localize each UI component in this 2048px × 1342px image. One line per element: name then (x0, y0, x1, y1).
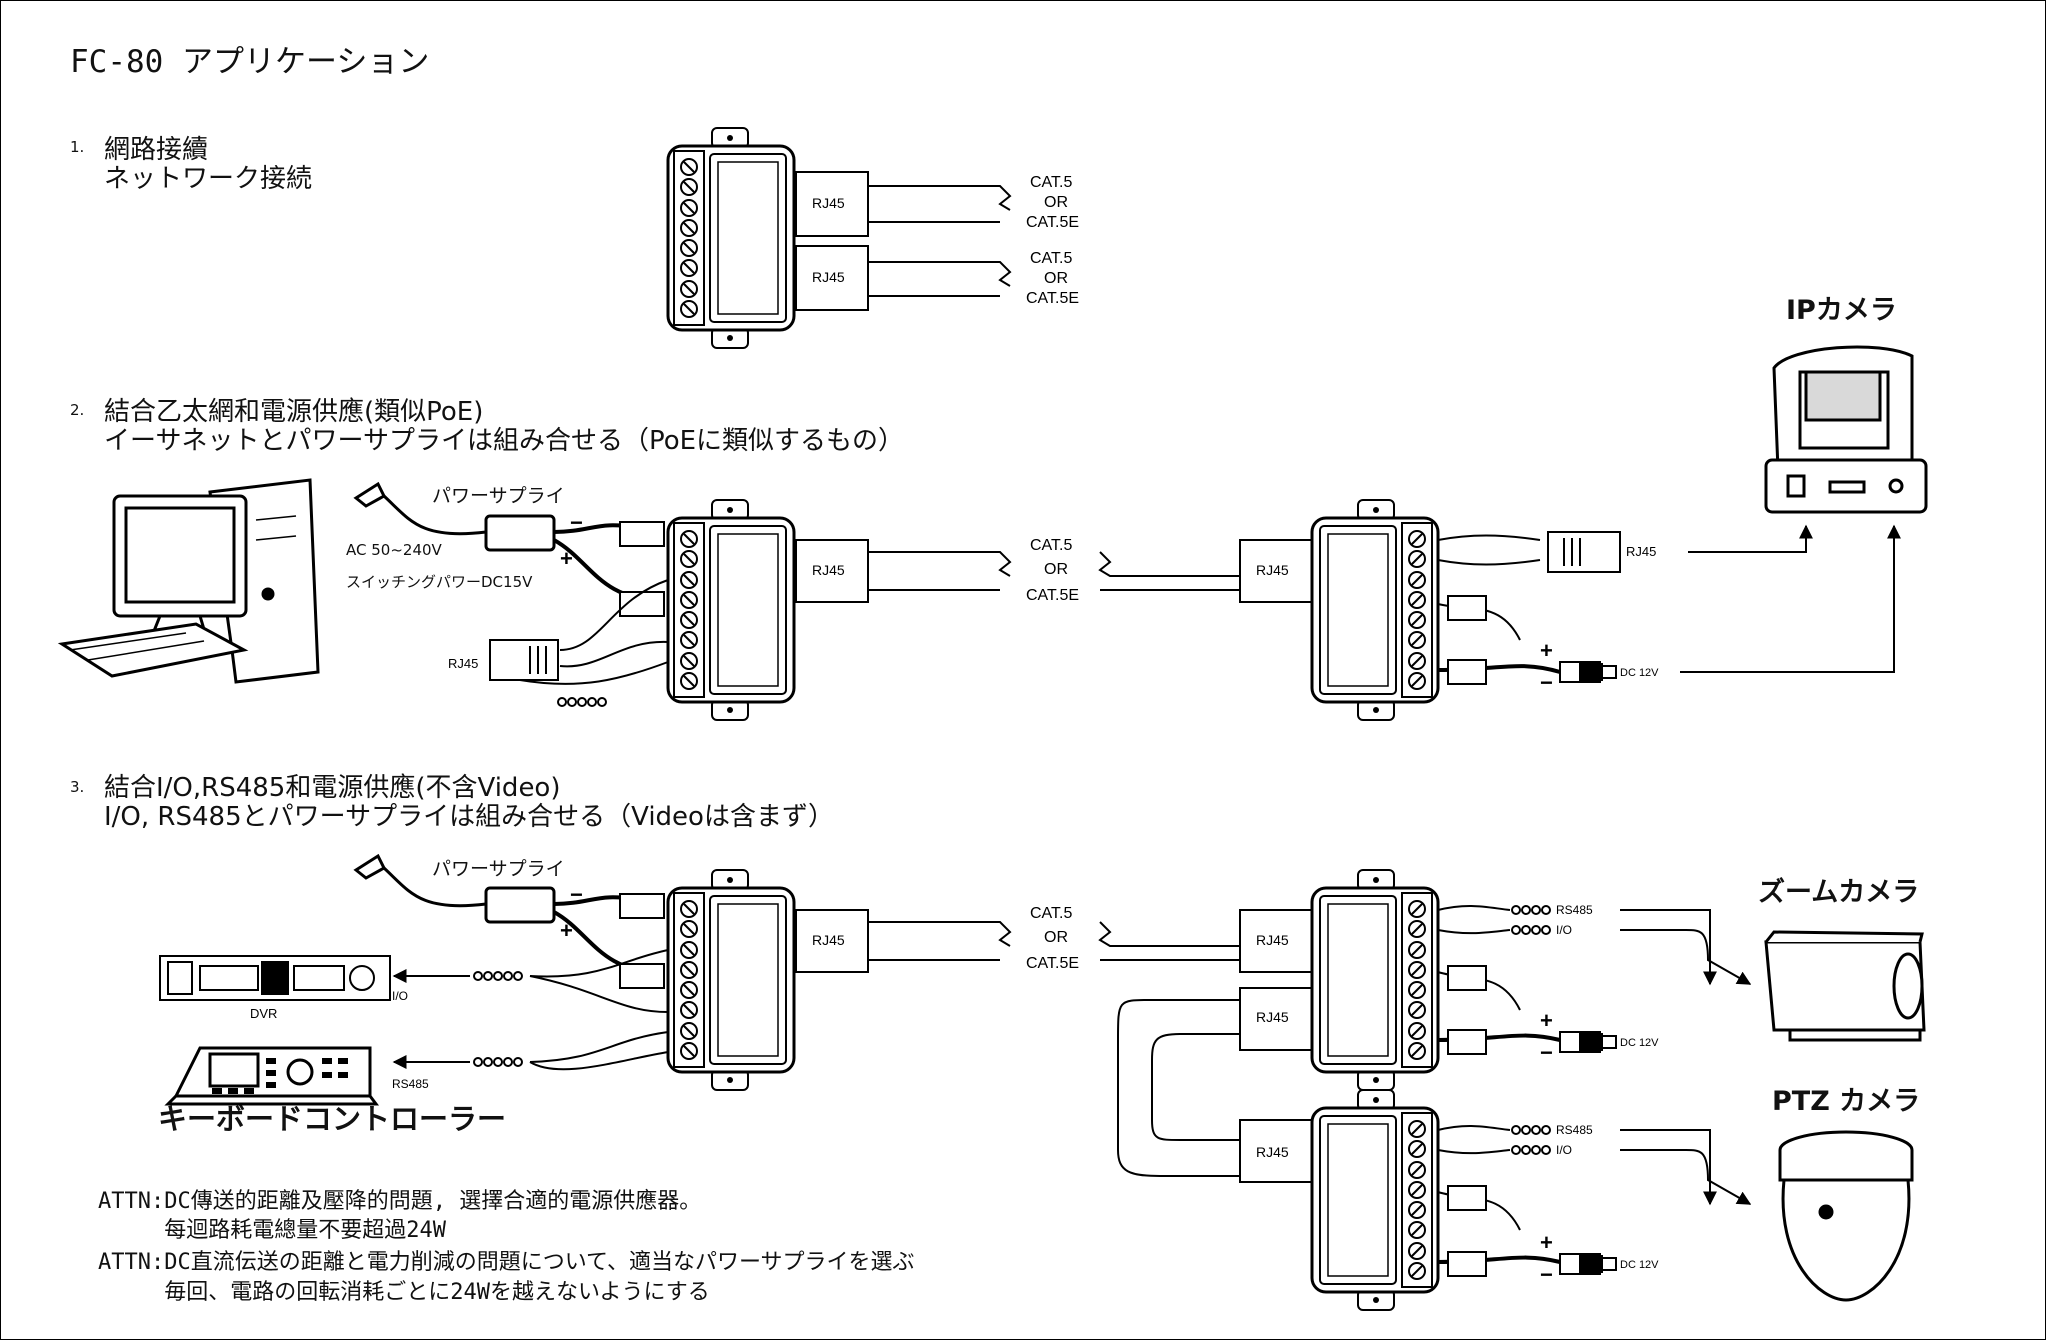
rs485-label-zoom: RS485 (1556, 903, 1593, 917)
power-supply-2 (353, 481, 661, 602)
cat5e-label: CAT.5E (1026, 214, 1079, 231)
rs485-label-ptz: RS485 (1556, 1123, 1593, 1137)
cat5-label: CAT.5 (1030, 537, 1072, 554)
rj45-plug-right (1547, 531, 1621, 573)
rj45-label: RJ45 (812, 562, 845, 578)
dc-plug-2 (1559, 661, 1617, 683)
dc12v-label: DC 12V (1620, 1037, 1659, 1049)
plus-sign-2a: + (560, 546, 573, 571)
zoom-camera-label: ズームカメラ (1758, 877, 1920, 908)
io-label-zoom: I/O (1556, 923, 1572, 937)
plus-sign-3c: + (1540, 1230, 1553, 1255)
or-label: OR (1044, 929, 1068, 946)
ac-input-label: AC 50~240V (346, 541, 442, 559)
ptz-camera-label: PTZ カメラ (1772, 1086, 1921, 1117)
ptz-camera-illustration (1778, 1130, 1914, 1302)
rj45-label-right: RJ45 (1626, 544, 1656, 559)
minus-sign-2b: − (1540, 670, 1553, 695)
or-label: OR (1044, 270, 1068, 287)
plus-sign-3a: + (560, 918, 573, 943)
rj45-label: RJ45 (1256, 1144, 1289, 1160)
minus-sign-3b: − (1540, 1040, 1553, 1065)
rj45-label: RJ45 (1256, 932, 1289, 948)
section-3-title: 結合I/O,RS485和電源供應(不含Video) (104, 773, 561, 803)
zoom-camera-illustration (1764, 930, 1926, 1042)
rj45-plug-left (489, 639, 559, 681)
section-2-title: 結合乙太網和電源供應(類似PoE) (104, 397, 484, 427)
rj45-label: RJ45 (812, 269, 845, 285)
computer-illustration (57, 478, 320, 684)
keyboard-controller-label: キーボードコントローラー (158, 1102, 507, 1136)
power-supply-label-2: パワーサプライ (432, 485, 565, 507)
minus-sign-3a: − (570, 882, 583, 907)
power-supply-3 (353, 853, 661, 974)
io-label-ptz: I/O (1556, 1143, 1572, 1157)
section-2-subtitle: イーサネットとパワーサプライは組み合せる（PoEに類似するもの） (104, 426, 905, 456)
rj45-label-left: RJ45 (448, 656, 478, 671)
rj45-label: RJ45 (812, 195, 845, 211)
section-2-number: 2. (70, 401, 85, 419)
power-supply-label-3: パワーサプライ (432, 858, 565, 880)
plus-sign-3b: + (1540, 1008, 1553, 1033)
or-label: OR (1044, 194, 1068, 211)
ip-camera-label: IPカメラ (1786, 295, 1897, 326)
dc-plug-3 (1559, 1031, 1617, 1053)
daisy-chain-cable (1117, 999, 1240, 1177)
cat5-label: CAT.5 (1030, 250, 1072, 267)
cat5e-label: CAT.5E (1026, 587, 1079, 604)
section-1-number: 1. (70, 138, 85, 156)
attn-note-2b: 毎回、電路の回転消耗ごとに24Wを越えないようにする (98, 1280, 710, 1305)
plus-sign-2b: + (1540, 638, 1553, 663)
keyboard-controller-illustration (164, 1046, 379, 1106)
rj45-label: RJ45 (812, 932, 845, 948)
rj45-label: RJ45 (1256, 1009, 1289, 1025)
dc12v-label: DC 12V (1620, 1259, 1659, 1271)
cat5e-label: CAT.5E (1026, 290, 1079, 307)
attn-note-1b: 每迴路耗電總量不要超過24W (98, 1218, 446, 1243)
minus-sign-2a: − (570, 510, 583, 535)
dc12v-label: DC 12V (1620, 667, 1659, 679)
rs485-label-keyboard: RS485 (392, 1077, 429, 1091)
cat5e-label: CAT.5E (1026, 955, 1079, 972)
attn-note-2: ATTN:DC直流伝送の距離と電力削減の問題について、適当なパワーサプライを選ぶ (98, 1250, 915, 1275)
section-3-number: 3. (70, 778, 85, 796)
section-3-subtitle: I/O, RS485とパワーサプライは組み合せる（Videoは含まず） (104, 802, 834, 832)
io-label-dvr: I/O (392, 989, 408, 1003)
dvr-label: DVR (250, 1006, 277, 1021)
ip-camera-illustration (1764, 345, 1928, 514)
rj45-label: RJ45 (1256, 562, 1289, 578)
switching-power-label: スイッチングパワーDC15V (346, 573, 533, 591)
section-1-subtitle: ネットワーク接続 (104, 164, 313, 194)
minus-sign-3c: − (1540, 1262, 1553, 1287)
or-label: OR (1044, 561, 1068, 578)
cat5-label: CAT.5 (1030, 905, 1072, 922)
cat5-label: CAT.5 (1030, 174, 1072, 191)
page-title: FC-80 アプリケーション (70, 44, 430, 80)
dvr-illustration (159, 955, 391, 1001)
attn-note-1: ATTN:DC傳送的距離及壓降的問題, 選擇合適的電源供應器。 (98, 1189, 702, 1214)
section-1-title: 網路接續 (104, 135, 209, 165)
section-1-rj45-ports (795, 171, 869, 311)
dc-plug-4 (1559, 1253, 1617, 1275)
